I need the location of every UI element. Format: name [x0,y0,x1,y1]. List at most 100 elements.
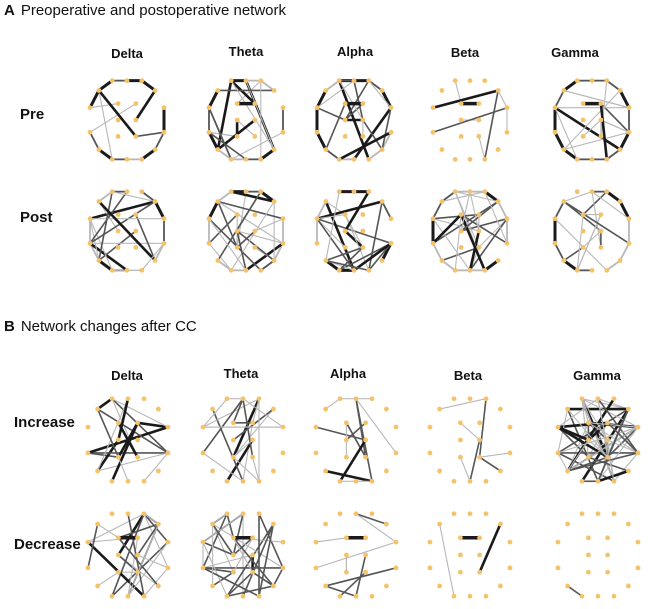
network-node [109,396,115,402]
network-edge [87,523,99,569]
network-edge [273,242,284,261]
network-node [250,437,256,443]
network-node [133,212,139,218]
network-node [458,212,464,218]
network-edge [344,80,370,121]
network-edge [208,214,238,244]
network-node [87,240,93,246]
network-node [243,267,249,273]
panel-b-header-delta: Delta [111,368,143,383]
network-edge [208,218,262,271]
network-node [477,535,482,541]
network-node [579,396,585,402]
network-node [109,189,115,195]
network-node [579,511,585,517]
network-node [598,117,604,123]
network-node [353,478,359,484]
network-node [483,478,489,484]
network-edge [368,148,383,161]
network-node [256,511,262,517]
network-edge [554,242,565,261]
network-node [605,552,610,558]
network-edge [258,523,275,597]
network-node [393,424,399,430]
network-node [580,228,586,234]
panel-b-title-text: Network changes after CC [20,318,197,335]
network-edge [236,230,284,244]
network-node [366,267,372,273]
network-node [228,189,234,195]
network-node [280,129,286,135]
network-edge [557,426,589,458]
network-edge [260,79,275,92]
network-node [437,521,442,527]
network-edge [479,456,501,472]
network-node [458,437,463,443]
network-node [579,478,585,484]
network-node [482,189,488,195]
network-node [439,88,445,93]
network-edge [135,131,165,138]
panel-b-row-decrease: Decrease [14,536,81,553]
network-node [141,593,147,599]
network-node [565,406,570,412]
network-edge [89,242,100,261]
network-node [360,212,366,218]
network-edge [325,79,340,92]
network-node [344,454,349,460]
network-edge [345,422,367,441]
network-edge [355,554,367,597]
network-node [561,199,567,204]
network-node [476,134,482,139]
network-node [379,258,385,263]
network-node [452,189,458,195]
network-edge [362,119,383,150]
network-node [85,450,91,456]
network-graph [427,511,513,599]
network-node [595,511,601,517]
network-edge [324,200,356,271]
network-edge [325,191,340,261]
network-node [477,437,482,443]
network-node [586,437,591,443]
network-node [611,478,617,484]
network-edge [97,571,119,587]
network-node [437,583,442,589]
network-node [561,147,567,152]
network-edge [230,190,275,203]
network-edge [582,119,602,137]
network-node [135,454,141,460]
network-edge [439,523,455,597]
network-node [439,258,445,263]
network-node [152,147,158,152]
network-node [353,396,359,402]
network-node [586,535,591,541]
network-node [243,78,249,84]
network-node [369,396,375,402]
network-node [228,78,234,84]
network-edge [469,439,481,482]
network-node [125,511,131,517]
network-node [141,511,147,517]
network-node [458,245,464,250]
network-edge [618,200,631,220]
network-node [611,396,617,402]
network-edge [380,89,393,109]
network-node [234,134,240,139]
panel-a-header-gamma: Gamma [551,45,599,60]
network-edge [557,426,639,454]
network-node [224,593,230,599]
network-edge [432,106,508,134]
network-graph [85,511,171,599]
network-node [555,565,561,571]
network-edge [315,426,366,441]
network-node [152,199,158,204]
network-node [280,240,286,246]
network-node [116,437,121,443]
network-edge [478,398,487,458]
network-node [552,129,558,135]
network-edge [553,131,566,151]
network-node [337,478,343,484]
network-node [360,228,366,234]
